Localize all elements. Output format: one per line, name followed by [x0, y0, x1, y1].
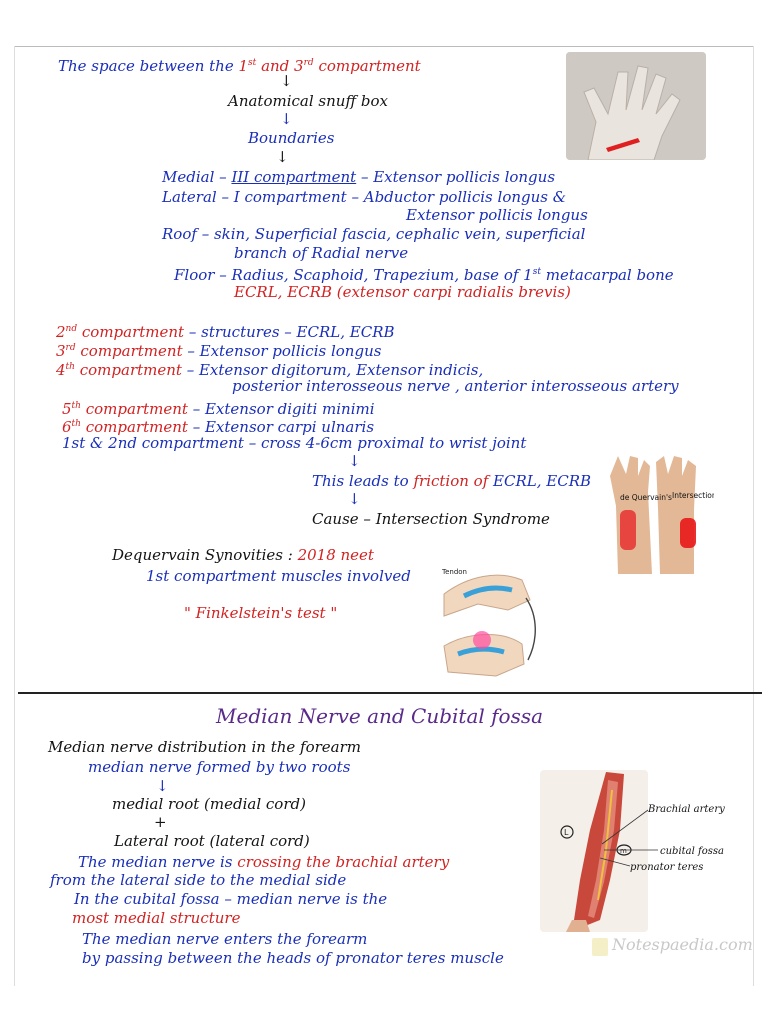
- intro-compartment: compartment: [318, 57, 421, 75]
- intro-text: The space between the: [58, 57, 234, 75]
- plus-icon: +: [154, 813, 167, 831]
- marker-m: m: [620, 847, 627, 855]
- arrow-down-icon: ↓: [348, 452, 361, 470]
- wrist-comparison-photo: de Quervain's Intersection Syndrome: [596, 452, 714, 574]
- median-line-7: In the cubital fossa – median nerve is t…: [74, 890, 388, 908]
- medial-root: medial root (medial cord): [112, 795, 306, 813]
- dequervain-line-2: 1st compartment muscles involved: [146, 567, 411, 585]
- floor-line-2: ECRL, ECRB (extensor carpi radialis brev…: [234, 283, 571, 301]
- arrow-down-icon: ↓: [276, 148, 289, 166]
- brachial-artery-label: Brachial artery: [648, 804, 725, 815]
- watermark-logo-icon: [592, 938, 608, 956]
- median-line-9: The median nerve enters the forearm: [82, 930, 368, 948]
- lateral-line-2: Extensor pollicis longus: [406, 206, 588, 224]
- arrow-down-icon: ↓: [280, 110, 293, 128]
- compartment-4-line: 4th compartment – Extensor digitorum, Ex…: [56, 361, 484, 379]
- snuffbox-marker: [606, 138, 640, 152]
- dequervain-label: de Quervain's: [620, 493, 672, 502]
- page-bottom-margin: [0, 986, 768, 1024]
- most-medial-structure: most medial structure: [72, 909, 241, 927]
- watermark-text: Notespaedia.com: [612, 935, 753, 954]
- median-line-5: The median nerve is crossing the brachia…: [78, 853, 450, 871]
- section-divider: [18, 692, 762, 694]
- intersection-label: Intersection Syndrome: [672, 491, 714, 500]
- pain-spot: [473, 631, 491, 649]
- dequervain-title-line: Dequervain Synovities : 2018 neet: [112, 546, 374, 564]
- compartment-2-line: 2nd compartment – structures – ECRL, ECR…: [56, 323, 395, 341]
- wrist-illustration: de Quervain's Intersection Syndrome: [610, 456, 714, 574]
- floor-line: Floor – Radius, Scaphoid, Trapezium, bas…: [174, 266, 674, 284]
- compartment-3-line: 3rd compartment – Extensor pollicis long…: [56, 342, 382, 360]
- median-line-1: Median nerve distribution in the forearm: [48, 738, 362, 756]
- page-border-left: [14, 46, 15, 986]
- friction-line: This leads to friction of ECRL, ECRB: [312, 472, 592, 490]
- compartment-6-line: 6th compartment – Extensor carpi ulnaris: [62, 418, 375, 436]
- finkelstein-test: " Finkelstein's test ": [184, 604, 338, 622]
- median-heading: Median Nerve and Cubital fossa: [216, 704, 544, 728]
- roof-line-2: branch of Radial nerve: [234, 244, 409, 262]
- arrow-down-icon: ↓: [280, 72, 293, 90]
- marker-l: L: [564, 828, 569, 837]
- hand-illustration: [566, 52, 706, 160]
- cross-line: 1st & 2nd compartment – cross 4-6cm prox…: [62, 434, 527, 452]
- arm-anatomy-photo: L m: [540, 770, 648, 932]
- tendon-label: Tendon: [441, 568, 467, 576]
- tendon-stripe: [462, 585, 513, 599]
- dequervain-highlight: [620, 510, 636, 550]
- page-border-right: [753, 46, 754, 986]
- intro-third: and 3rd: [261, 57, 314, 75]
- page-border-top: [14, 46, 754, 47]
- cause-line: Cause – Intersection Syndrome: [312, 510, 550, 528]
- lateral-root: Lateral root (lateral cord): [114, 832, 310, 850]
- median-line-2: median nerve formed by two roots: [88, 758, 351, 776]
- roof-line: Roof – skin, Superficial fascia, cephali…: [162, 225, 586, 243]
- median-line-6: from the lateral side to the medial side: [50, 871, 347, 889]
- leader-lines: [600, 809, 658, 867]
- medial-line: Medial – III compartment – Extensor poll…: [162, 168, 556, 186]
- arrow-down-icon: ↓: [348, 490, 361, 508]
- hand-photo: [566, 52, 706, 160]
- intro-line: The space between the 1st and 3rd compar…: [58, 54, 421, 75]
- intersection-highlight: [680, 518, 696, 548]
- cubital-fossa-label: cubital fossa: [660, 846, 724, 857]
- lateral-line: Lateral – I compartment – Abductor polli…: [162, 188, 567, 206]
- snuffbox-title: Anatomical snuff box: [228, 92, 388, 110]
- intro-first: 1st: [238, 57, 257, 75]
- arrow-down-icon: ↓: [156, 777, 169, 795]
- median-line-10: by passing between the heads of pronator…: [82, 949, 504, 967]
- finkelstein-svg: Tendon: [441, 568, 536, 677]
- compartment-5-line: 5th compartment – Extensor digiti minimi: [62, 400, 375, 418]
- finkelstein-illustration: Tendon: [438, 560, 546, 690]
- pronator-teres-label: pronator teres: [630, 862, 704, 873]
- compartment-4-line-2: posterior interosseous nerve , anterior …: [232, 377, 679, 395]
- boundaries-heading: Boundaries: [248, 129, 335, 147]
